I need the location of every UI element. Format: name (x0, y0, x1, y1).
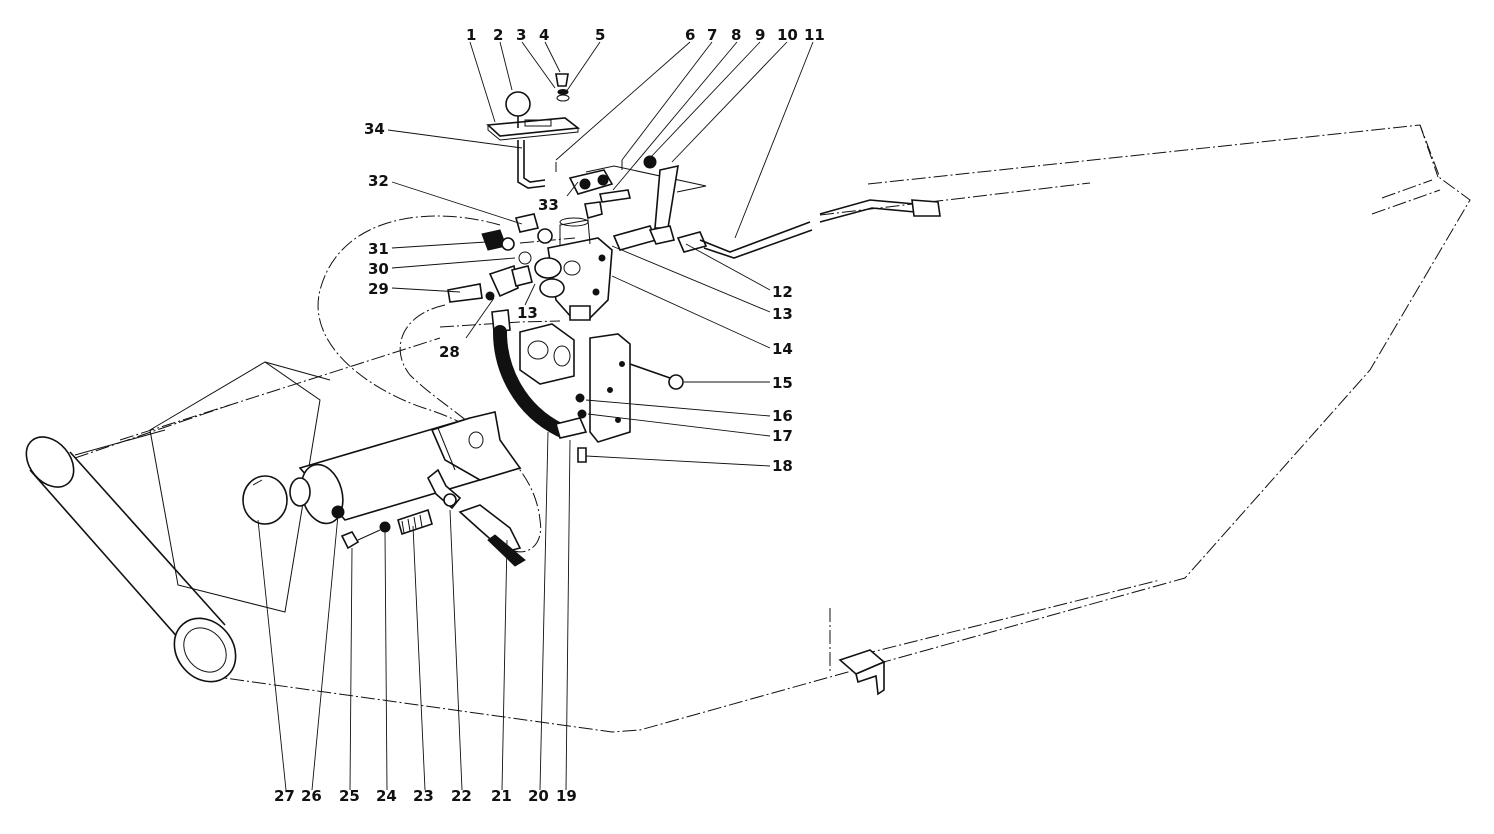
hydraulic-cylinder (242, 411, 522, 525)
callout-1: 1 (466, 26, 476, 44)
callout-6: 6 (685, 26, 695, 44)
callout-7: 7 (707, 26, 717, 44)
callout-34: 34 (364, 120, 385, 138)
callout-20: 20 (528, 787, 549, 805)
callout-4: 4 (539, 26, 549, 44)
callout-21: 21 (491, 787, 512, 805)
mower-deck-outline (74, 124, 1471, 733)
valve-fittings-right (612, 199, 941, 259)
callout-3: 3 (516, 26, 526, 44)
callout-15: 15 (772, 374, 793, 392)
callout-2: 2 (493, 26, 503, 44)
callout-22: 22 (451, 787, 472, 805)
valve-mount-bracket (519, 323, 684, 463)
callout-11: 11 (804, 26, 825, 44)
callout-19: 19 (556, 787, 577, 805)
callout-27: 27 (274, 787, 295, 805)
callout-14: 14 (772, 340, 793, 358)
callout-13-right: 13 (772, 305, 793, 323)
valve-fittings-left (447, 213, 553, 303)
callout-28: 28 (439, 343, 460, 361)
callout-29: 29 (368, 280, 389, 298)
callout-16: 16 (772, 407, 793, 425)
callout-5: 5 (595, 26, 605, 44)
callout-12: 12 (772, 283, 793, 301)
callout-32: 32 (368, 172, 389, 190)
callout-9: 9 (755, 26, 765, 44)
leader-lines (257, 41, 814, 791)
callout-23: 23 (413, 787, 434, 805)
hose-loop (317, 215, 542, 553)
cylinder-fittings (331, 468, 526, 567)
callout-10: 10 (777, 26, 798, 44)
callout-17: 17 (772, 427, 793, 445)
callout-31: 31 (368, 240, 389, 258)
lever-linkage (555, 155, 707, 229)
hydraulic-hose (491, 309, 588, 439)
callout-8: 8 (731, 26, 741, 44)
callout-labels: 1 2 3 4 5 6 7 8 9 10 11 12 13 13 14 15 1… (274, 26, 825, 805)
callout-25: 25 (339, 787, 360, 805)
callout-33: 33 (538, 196, 559, 214)
front-roller (25, 436, 237, 683)
deck-bracket (838, 649, 886, 696)
callout-30: 30 (368, 260, 389, 278)
control-valve (534, 217, 613, 321)
callout-18: 18 (772, 457, 793, 475)
control-plate (486, 73, 581, 189)
callout-24: 24 (376, 787, 397, 805)
callout-26: 26 (301, 787, 322, 805)
callout-13-left: 13 (517, 304, 538, 322)
